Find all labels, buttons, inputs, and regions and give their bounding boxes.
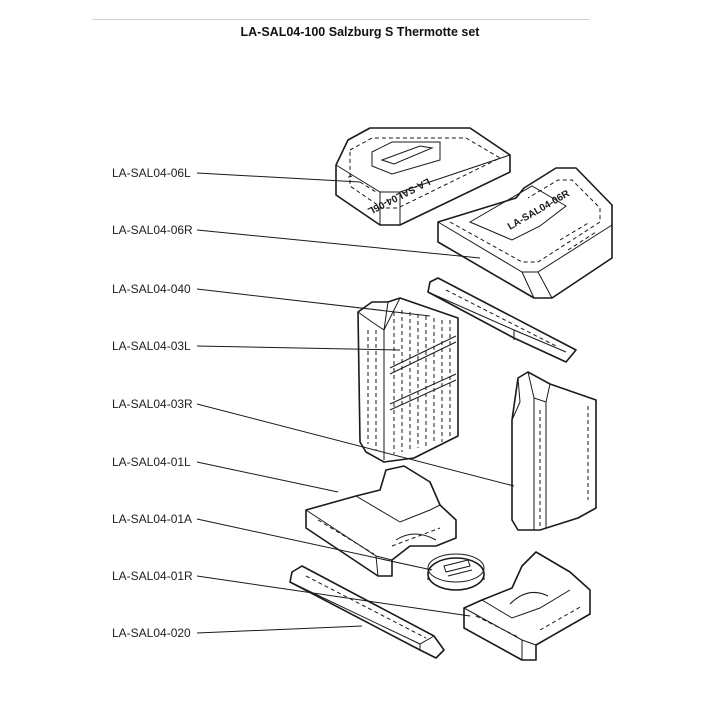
label-01a: LA-SAL04-01A [112,512,193,526]
leader-01l [196,461,339,493]
label-020: LA-SAL04-020 [112,626,191,640]
top-rule [92,19,590,20]
label-040: LA-SAL04-040 [112,282,191,296]
label-06l: LA-SAL04-06L [112,166,191,180]
part-040-baffle [427,277,577,363]
leader-06l [196,172,361,183]
leader-03r [196,403,515,487]
leader-01r [196,575,471,617]
leader-040 [196,288,431,317]
leader-020 [196,625,363,634]
part-06l-block: LA-SAL04-06L [335,127,511,226]
part-01l-base [305,465,457,577]
part-020-guard [289,565,445,659]
leader-03l [196,345,401,351]
leader-01a [196,518,433,571]
leader-06r [196,229,481,259]
leader-lines [196,172,515,634]
label-03r: LA-SAL04-03R [112,397,193,411]
label-01l: LA-SAL04-01L [112,455,191,469]
part-03l-panel [357,297,459,463]
part-06r-block: LA-SAL04-06R [437,167,613,299]
part-03r-panel [511,371,597,531]
label-01r: LA-SAL04-01R [112,569,193,583]
label-06r: LA-SAL04-06R [112,223,193,237]
part-01a-grate [427,553,485,591]
label-03l: LA-SAL04-03L [112,339,191,353]
part-01r-base [463,551,591,661]
diagram-title: LA-SAL04-100 Salzburg S Thermotte set [240,25,480,39]
